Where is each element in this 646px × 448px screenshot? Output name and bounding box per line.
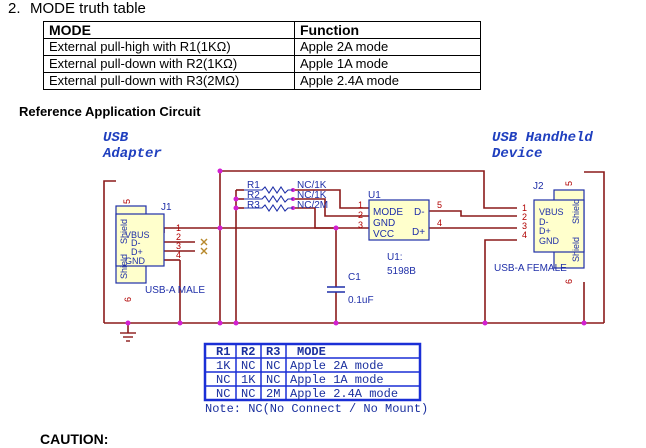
ground-icon	[120, 332, 136, 342]
u1-pin-dplus: D+	[412, 227, 425, 238]
j1-pin-vbus: VBUS	[125, 230, 150, 240]
j1-pin-num: 2	[176, 232, 181, 242]
table-cell: Apple 2.4A mode	[290, 387, 398, 401]
j2-pin-vbus: VBUS	[539, 207, 564, 217]
j2-shield-top: Shield	[571, 199, 581, 224]
r2-ref: R2	[247, 190, 260, 201]
u1-pin-num: 2	[358, 210, 363, 220]
j2-pin-dplus: D+	[539, 226, 551, 236]
u1-pin-mode: MODE	[373, 207, 403, 218]
section-title: MODE truth table	[30, 0, 146, 17]
table-row: External pull-down with R3(2MΩ) Apple 2.…	[43, 72, 481, 90]
section-number: 2.	[8, 0, 21, 17]
u1-pin-dminus: D-	[414, 207, 425, 218]
table-cell: Apple 2A mode	[290, 359, 384, 373]
table-header-r1: R1	[216, 345, 230, 359]
table-cell: 1K	[216, 359, 231, 373]
table-cell: NC	[216, 387, 230, 401]
device-label-line2: Device	[492, 146, 542, 162]
adapter-label-line1: USB	[103, 130, 129, 146]
table-cell: NC	[241, 359, 255, 373]
table-cell: NC	[241, 387, 255, 401]
j1-name: USB-A MALE	[145, 285, 205, 296]
table-header-row: MODE Function	[43, 21, 481, 39]
j2-connector: J2 VBUS D- D+ GND Shield Shield USB-A FE…	[494, 181, 585, 284]
j1-shield-bottom: Shield	[119, 254, 129, 279]
u1-ref: U1	[368, 190, 381, 201]
table-cell: NC	[266, 373, 280, 387]
j2-shell-pin: 6	[564, 279, 574, 284]
resistor-option-table: R1 R2 R3 MODE 1K NC NC Apple 2A mode NC …	[203, 342, 428, 416]
caution-heading: CAUTION:	[40, 431, 109, 447]
j1-pin-num: 3	[176, 241, 181, 251]
table-header-mode: MODE	[297, 345, 326, 359]
c1-ref: C1	[348, 272, 361, 283]
j2-pin-dminus: D-	[539, 217, 549, 227]
c1-value: 0.1uF	[348, 295, 374, 306]
j1-shell-pin: 6	[123, 297, 133, 302]
resistor-network: R1 R2 R3 NC/1K NC/1K NC/2M	[244, 180, 328, 212]
j2-pin-gnd: GND	[539, 236, 560, 246]
j2-pin-num: 1	[522, 203, 527, 213]
r1-value: NC/1K	[297, 180, 327, 191]
junction-dots	[125, 168, 587, 326]
table-cell: Apple 1A mode	[290, 373, 384, 387]
table-cell: Apple 1A mode	[294, 55, 481, 73]
j2-pin-num: 3	[522, 221, 527, 231]
j1-shield-top: Shield	[119, 219, 129, 244]
table-header-r2: R2	[241, 345, 255, 359]
j2-pin-num: 2	[522, 212, 527, 222]
table-cell: NC	[216, 373, 230, 387]
adapter-label-line2: Adapter	[102, 146, 162, 162]
r1-ref: R1	[247, 180, 260, 191]
j2-name: USB-A FEMALE	[494, 263, 567, 274]
u1-pin-vcc: VCC	[373, 229, 394, 240]
j1-ref: J1	[161, 202, 172, 213]
j1-connector: J1 VBUS D- D+ GND Shield Shield USB-A MA…	[115, 199, 205, 302]
j1-pin-dplus: D+	[131, 247, 143, 257]
table-note: Note: NC(No Connect / No Mount)	[205, 402, 428, 416]
j1-pin-gnd: GND	[125, 256, 146, 266]
u1-pin-num: 4	[437, 218, 442, 228]
j1-pin-num: 4	[176, 250, 181, 260]
table-cell: 1K	[241, 373, 256, 387]
u1-part-ref: U1:	[387, 252, 403, 263]
j2-shell-pin: 5	[564, 181, 574, 186]
mode-truth-table: MODE Function External pull-high with R1…	[43, 21, 481, 90]
table-header-r3: R3	[266, 345, 280, 359]
table-cell: NC	[266, 359, 280, 373]
j2-pin-num: 4	[522, 230, 527, 240]
section-heading: 2. MODE truth table	[8, 0, 146, 17]
no-connect-markers	[200, 238, 208, 255]
device-label-line1: USB Handheld	[492, 130, 593, 146]
j1-pin-dminus: D-	[131, 238, 141, 248]
r3-value: NC/2M	[297, 200, 328, 211]
table-cell: 2M	[266, 387, 280, 401]
table-cell: Apple 2.4A mode	[294, 72, 481, 90]
u1-pin-num: 5	[437, 200, 442, 210]
reference-circuit-title: Reference Application Circuit	[19, 104, 201, 119]
j1-pin-num: 1	[176, 223, 181, 233]
j2-ref: J2	[533, 181, 544, 192]
table-cell: External pull-down with R3(2MΩ)	[43, 72, 295, 90]
j1-shell-pin: 5	[122, 199, 132, 204]
c1-capacitor: C1 0.1uF	[327, 272, 374, 306]
u1-pin-gnd: GND	[373, 218, 395, 229]
wires	[103, 170, 605, 333]
u1-ic: U1 MODE GND VCC D- D+ 1 2 3 5 4 U1: 5198…	[358, 190, 442, 277]
u1-pin-num: 3	[358, 220, 363, 230]
j2-shield-bottom: Shield	[571, 237, 581, 262]
u1-part-number: 5198B	[387, 266, 416, 277]
r3-ref: R3	[247, 200, 260, 211]
r2-value: NC/1K	[297, 190, 327, 201]
u1-pin-num: 1	[358, 200, 363, 210]
